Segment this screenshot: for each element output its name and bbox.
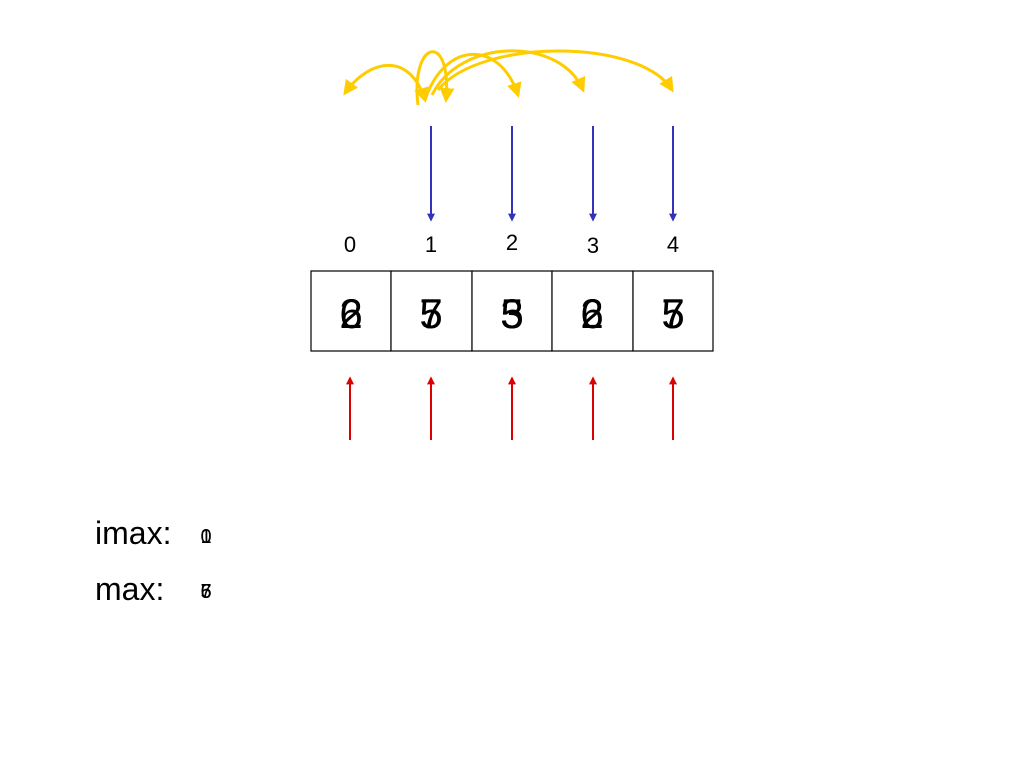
swap-arcs [343,49,674,106]
index-label-0: 0 [344,232,356,257]
index-label-1: 1 [425,232,437,257]
cell-value-0b: 2 [339,290,362,337]
variable-max: max: 5 6 7 [95,571,212,607]
cell-value-3b: 2 [580,290,603,337]
cell-value-3a: 6 [580,290,603,337]
index-label-4: 4 [667,232,679,257]
cell-value-2b: 3 [500,290,523,337]
array-cell-0: 6 2 [310,270,392,352]
max-value-b: 6 [200,581,211,603]
imax-value-a: 0 [200,526,211,548]
variable-imax: imax: 0 1 [95,515,212,551]
index-labels: 0 1 2 3 4 [344,230,679,258]
cell-value-0a: 6 [339,290,362,337]
cell-value-4a: 5 [661,290,684,337]
index-label-3: 3 [587,233,599,258]
swap-arc-1-2 [423,52,522,101]
array-cell-4: 5 7 [632,270,714,352]
cell-value-1b: 7 [419,290,442,337]
cell-value-1a: 5 [419,290,442,337]
self-loop-arc-1 [415,50,455,106]
array-cell-1: 5 7 [390,270,473,352]
max-value-c: 7 [200,581,211,603]
cell-value-4b: 7 [661,290,684,337]
max-value-a: 5 [200,581,211,603]
scan-arrows [427,126,677,222]
array: 6 2 5 7 5 3 6 2 5 7 [310,270,714,352]
swap-arc-1-4 [436,49,674,93]
max-label: max: [95,571,164,607]
index-label-2: 2 [506,230,518,255]
pointer-arrows [346,376,677,440]
imax-label: imax: [95,515,171,551]
array-cell-3: 6 2 [551,270,634,352]
array-cell-2: 5 3 [471,270,553,352]
cell-value-2a: 5 [500,290,523,337]
imax-value-b: 1 [200,526,211,548]
swap-arc-0-1 [343,63,429,103]
